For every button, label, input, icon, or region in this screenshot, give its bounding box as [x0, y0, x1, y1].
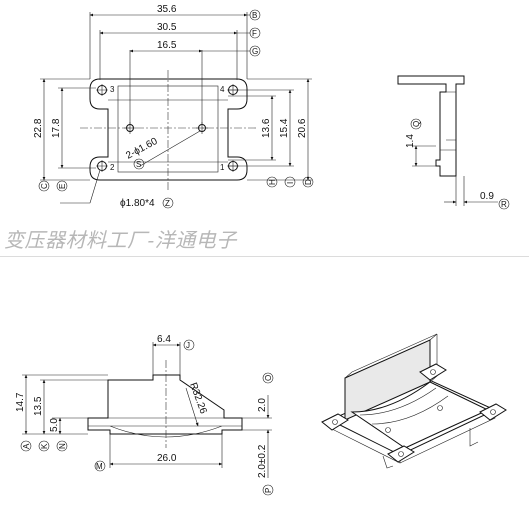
ref-r: R	[501, 200, 507, 209]
side-view: 1.4 Q 0.9 R	[397, 75, 510, 210]
dim-right-upper: 2.0	[257, 398, 268, 412]
front-view: 6.4 J R32.26 14.7 13.5 5.0 A K N 2.0 2.0…	[15, 334, 274, 496]
iso-center-hole	[437, 405, 443, 411]
ref-m: M	[96, 462, 103, 471]
isometric-view	[321, 333, 507, 469]
ref-i: I	[286, 182, 295, 184]
ref-f: F	[252, 29, 257, 38]
dim-overall-height: 14.7	[15, 392, 26, 412]
pin-note: ϕ1.80*4	[120, 198, 155, 209]
top-view-outline	[89, 78, 248, 181]
dim-right-b: 15.4	[279, 118, 290, 138]
dim-right-lower: 2.0±0.2	[257, 444, 268, 478]
ref-s: S	[136, 160, 141, 169]
dim-body-height: 13.5	[33, 396, 44, 416]
ref-c: C	[40, 183, 49, 189]
section-divider	[0, 256, 529, 257]
dim-hole-spacing: 16.5	[157, 40, 177, 51]
pin-number-2: 2	[110, 163, 115, 172]
dim-base-height: 5.0	[49, 418, 60, 432]
dim-top-width: 6.4	[157, 334, 171, 345]
dim-right-c: 20.6	[297, 118, 308, 138]
ref-p: P	[264, 488, 273, 493]
ref-b: B	[252, 11, 257, 20]
ref-k: K	[40, 443, 49, 449]
dim-right-a: 13.6	[261, 118, 272, 138]
ref-z: Z	[165, 199, 170, 208]
watermark-text: 变压器材料工厂-洋通电子	[4, 228, 237, 252]
ref-e: E	[58, 184, 67, 189]
pin-number-1: 1	[220, 163, 225, 172]
top-view: 3 4 2 1 35.6 30.5 16.5 B F G 22.8 17.8 C…	[33, 4, 314, 209]
ref-j: J	[186, 341, 190, 350]
dim-inner-width: 30.5	[157, 22, 177, 33]
ref-q: Q	[412, 121, 421, 127]
dim-overall-width: 35.6	[157, 4, 177, 15]
side-view-outline	[397, 75, 465, 177]
dim-bottom-width: 26.0	[157, 453, 177, 464]
ref-a: A	[22, 443, 31, 449]
ref-g: G	[252, 47, 258, 56]
front-view-outline	[87, 374, 243, 435]
ref-d: D	[304, 179, 313, 185]
iso-corner-tabs	[321, 363, 507, 463]
ref-o: O	[264, 375, 273, 381]
pin-number-4: 4	[220, 85, 225, 94]
pin-number-3: 3	[110, 85, 115, 94]
dim-inner-height: 17.8	[51, 118, 62, 138]
ref-h: H	[268, 179, 277, 185]
dim-thickness: 0.9	[480, 191, 494, 202]
dim-outer-height: 22.8	[33, 118, 44, 138]
dim-gap: 1.4	[405, 134, 416, 148]
ref-n: N	[58, 443, 67, 449]
